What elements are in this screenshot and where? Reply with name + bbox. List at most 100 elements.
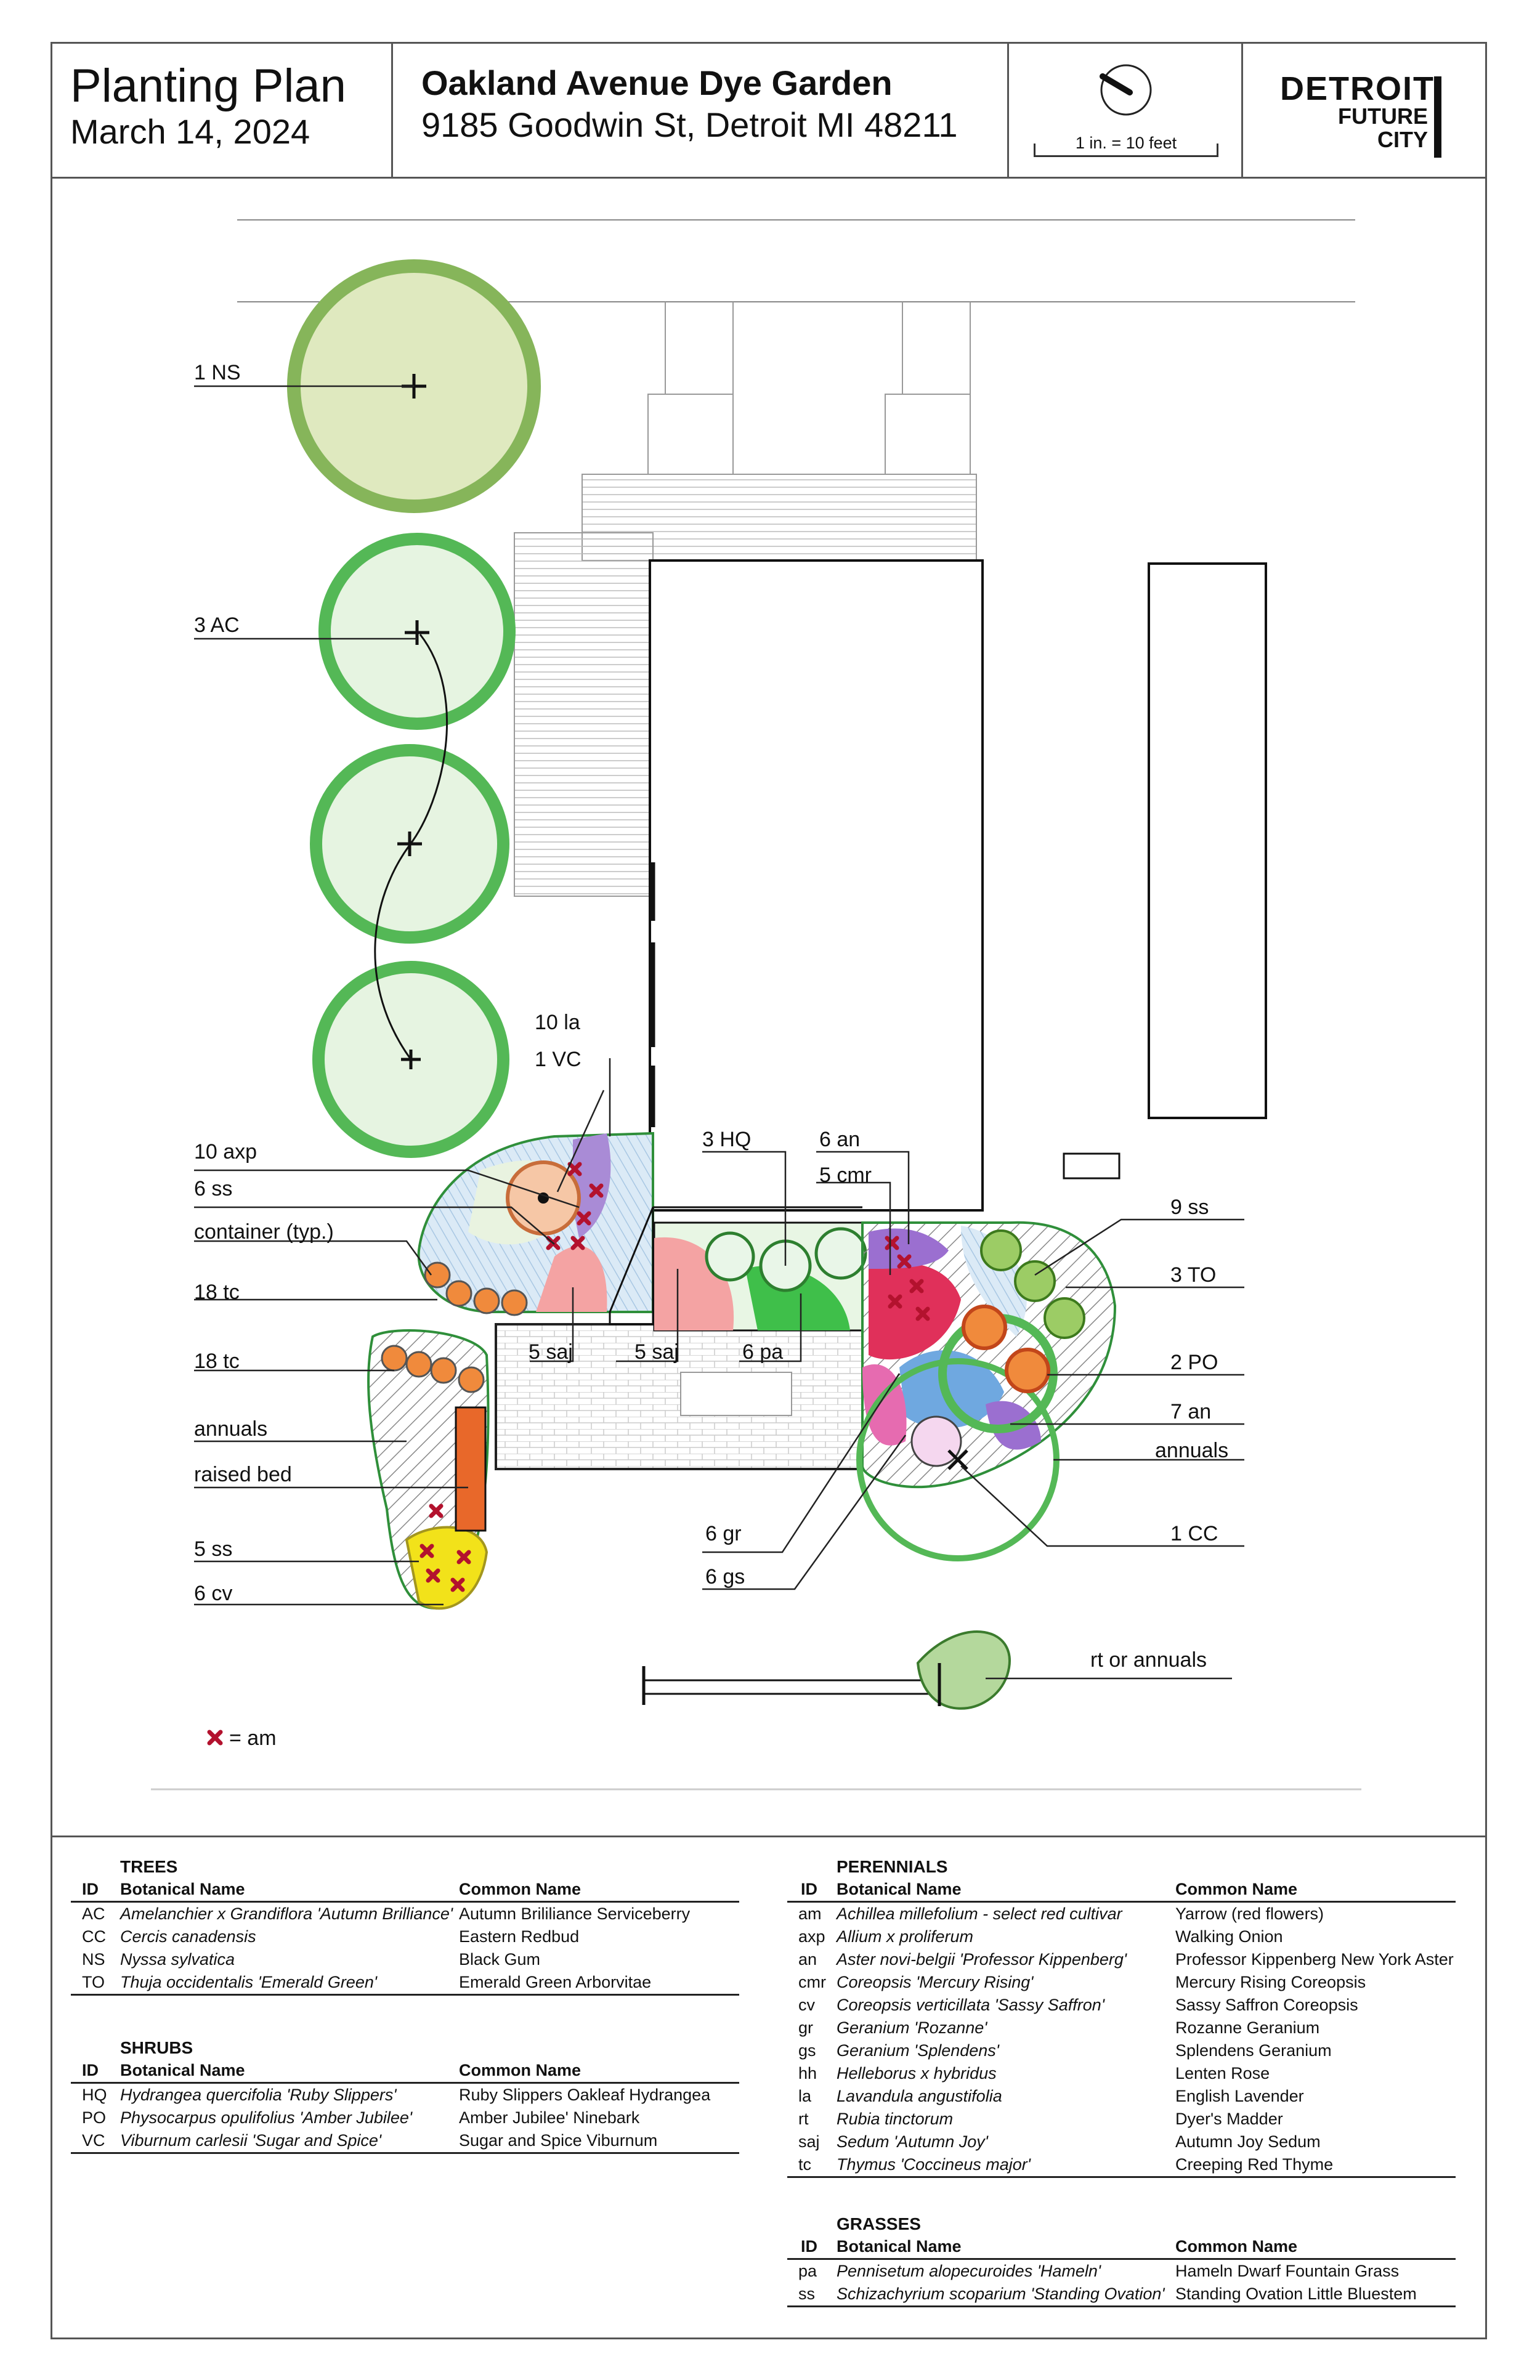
label-container: container (typ.) [194, 1220, 334, 1244]
legend-botanical: Helleborus x hybridus [837, 2064, 997, 2082]
legend-botanical: Aster novi-belgii 'Professor Kippenberg' [837, 1950, 1127, 1969]
legend-common: Mercury Rising Coreopsis [1175, 1973, 1366, 1991]
legend-id: gs [798, 2041, 816, 2060]
legend-common: Eastern Redbud [459, 1927, 580, 1946]
front-step-right [885, 394, 971, 475]
logo-cell: DETROIT FUTURE CITY [1243, 42, 1487, 177]
legend-id: AC [82, 1904, 105, 1923]
legend-botanical: Cercis canadensis [120, 1927, 256, 1946]
label-po2: 2 PO [1170, 1351, 1218, 1374]
label-an6: 6 an [819, 1128, 861, 1151]
label-ss6: 6 ss [194, 1177, 233, 1200]
legend-common: Lenten Rose [1175, 2064, 1270, 2082]
planting-plan-drawing [151, 219, 1361, 1791]
legend-common: Hameln Dwarf Fountain Grass [1175, 2262, 1400, 2280]
legend-common: Autumn Brililiance Serviceberry [459, 1904, 691, 1923]
legend-grasses: GRASSES ID Botanical Name Common Name pa… [787, 2212, 1456, 2307]
legend-botanical: Nyssa sylvatica [120, 1950, 235, 1969]
label-cv6: 6 cv [194, 1582, 233, 1605]
legend-common: Dyer's Madder [1175, 2110, 1283, 2128]
legend-common: Autumn Joy Sedum [1175, 2132, 1321, 2151]
detroit-future-city-logo: DETROIT FUTURE CITY [1280, 71, 1446, 158]
legend-id: ss [798, 2285, 815, 2303]
title-block: Planting Plan March 14, 2024 Oakland Ave… [51, 42, 1487, 179]
yarrow-key: = am [229, 1726, 277, 1750]
legend-common: Standing Ovation Little Bluestem [1175, 2285, 1417, 2303]
legend-trees: TREES ID Botanical Name Common Name AC Am… [71, 1855, 739, 1996]
site-name: Oakland Avenue Dye Garden [421, 63, 893, 102]
label-ss9: 9 ss [1170, 1196, 1209, 1219]
bed-west [367, 1329, 490, 1610]
legend-id: an [798, 1950, 817, 1969]
legend-id: cv [798, 1996, 815, 2014]
label-gs6: 6 gs [705, 1565, 745, 1589]
ninebark-2 [1005, 1348, 1050, 1393]
label-tc18b: 18 tc [194, 1350, 240, 1373]
house-footprint [649, 559, 984, 1212]
label-an7: 7 an [1170, 1400, 1212, 1423]
label-saj5b: 5 saj [634, 1340, 679, 1364]
plan-date: March 14, 2024 [70, 112, 310, 151]
legend-botanical: Schizachyrium scoparium 'Standing Ovatio… [837, 2285, 1165, 2303]
legend-common: Sassy Saffron Coreopsis [1175, 1996, 1358, 2014]
garage [1148, 562, 1267, 1119]
legend-id: PO [82, 2108, 107, 2127]
legend-botanical: Allium x proliferum [837, 1927, 974, 1946]
legend-id: hh [798, 2064, 817, 2082]
legend-common: Emerald Green Arborvitae [459, 1973, 652, 1991]
legend-botanical: Lavandula angustifolia [837, 2087, 1002, 2105]
north-arrow-icon [1100, 64, 1152, 116]
legend-botanical: Thymus 'Coccineus major' [837, 2155, 1031, 2174]
label-ss5: 5 ss [194, 1537, 233, 1561]
legend-botanical: Coreopsis verticillata 'Sassy Saffron' [837, 1996, 1104, 2014]
legend-botanical: Rubia tinctorum [837, 2110, 954, 2128]
legend-perennials: PERENNIALS ID Botanical Name Common Name… [787, 1855, 1456, 2178]
legend-id: cmr [798, 1973, 826, 1991]
legend-id: am [798, 1904, 822, 1923]
label-annuals-right: annuals [1155, 1439, 1229, 1462]
label-annuals-left: annuals [194, 1417, 268, 1441]
scale-bar: 1 in. = 10 feet [1034, 131, 1218, 157]
legend-common: Rozanne Geranium [1175, 2018, 1320, 2037]
front-step-left [647, 394, 734, 475]
label-to3: 3 TO [1170, 1263, 1217, 1287]
legend-id: tc [798, 2155, 812, 2174]
legend-row: cv Coreopsis verticillata 'Sassy Saffron'… [787, 1994, 1456, 2017]
legend-common: Black Gum [459, 1950, 541, 1969]
trees-title: TREES [120, 1857, 178, 1876]
label-ac: 3 AC [194, 613, 240, 637]
label-tc18a: 18 tc [194, 1281, 240, 1304]
label-la: 10 la [535, 1011, 580, 1034]
bed-left [417, 1131, 654, 1316]
sheet-border [51, 42, 1487, 2339]
legend-common: Professor Kippenberg New York Aster [1175, 1950, 1454, 1969]
legend-botanical: Pennisetum alopecuroides 'Hameln' [837, 2262, 1101, 2280]
legend-row: AC Amelanchier x Grandiflora 'Autumn Bril… [71, 1903, 739, 1925]
shrubs-header: ID Botanical Name Common Name [71, 2059, 739, 2084]
label-pa6: 6 pa [742, 1340, 784, 1364]
shrubs-title: SHRUBS [120, 2038, 193, 2057]
legend-common: Amber Jubilee' Ninebark [459, 2108, 640, 2127]
legend-botanical: Amelanchier x Grandiflora 'Autumn Brilli… [120, 1904, 453, 1923]
ac-unit [1063, 1152, 1121, 1180]
label-rt: rt or annuals [1090, 1648, 1207, 1672]
site-address: 9185 Goodwin St, Detroit MI 48211 [421, 105, 958, 144]
legend-row: an Aster novi-belgii 'Professor Kippenber… [787, 1948, 1456, 1971]
trees-header: ID Botanical Name Common Name [71, 1878, 739, 1903]
legend-common: Ruby Slippers Oakleaf Hydrangea [459, 2086, 711, 2104]
legend-common: Splendens Geranium [1175, 2041, 1332, 2060]
tree-ac-1 [318, 533, 516, 730]
